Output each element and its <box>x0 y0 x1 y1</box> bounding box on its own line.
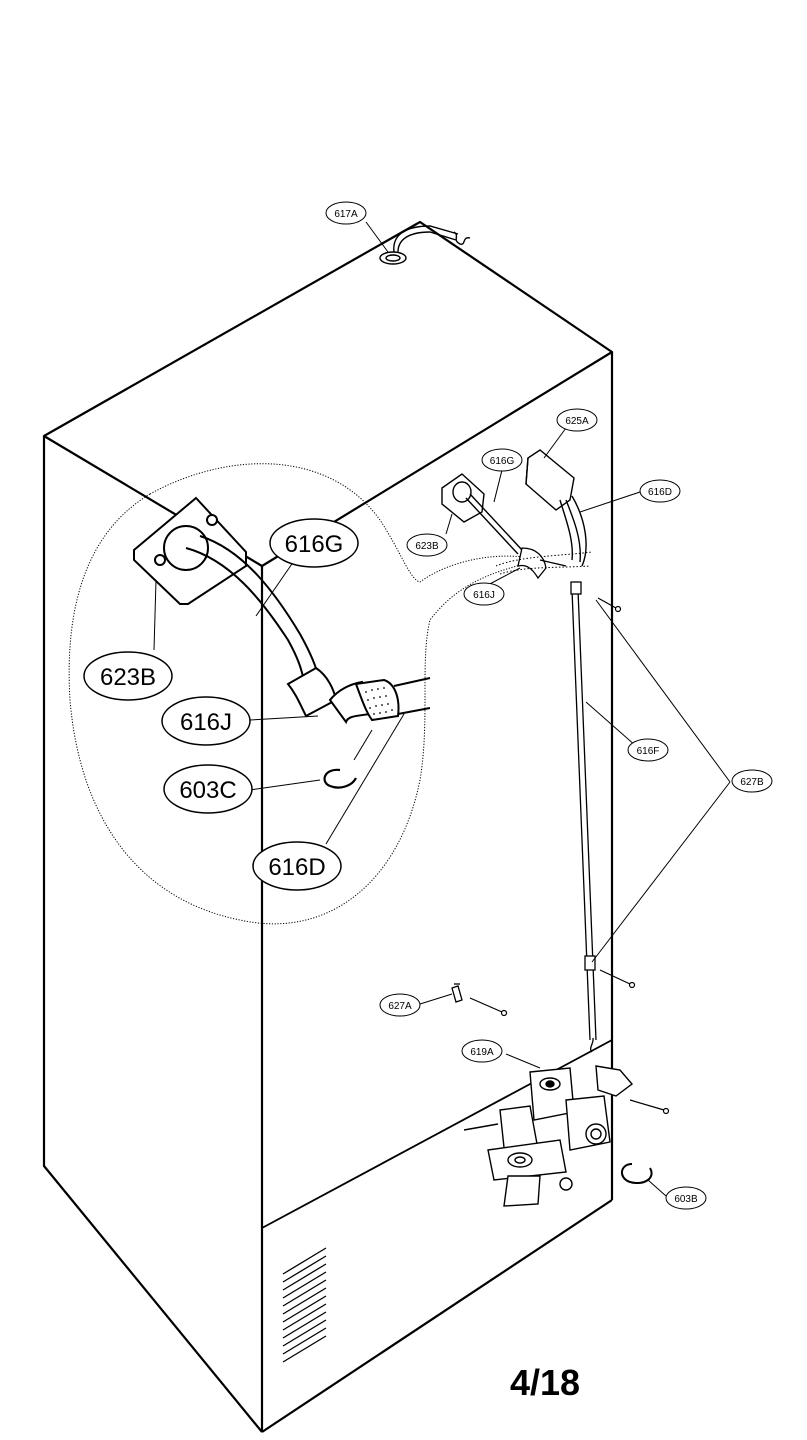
callout-616G-small: 616G <box>481 448 523 472</box>
water-tube-616F <box>570 581 597 1053</box>
callout-625A-label: 625A <box>565 416 589 427</box>
detail-elbow-616J <box>286 666 372 725</box>
callout-603B-label: 603B <box>674 1194 698 1205</box>
clip-627A <box>451 983 463 1003</box>
page-number: 4/18 <box>510 1362 581 1403</box>
callout-623B-big: 623B <box>83 651 173 701</box>
callout-616D-small-label: 616D <box>648 487 672 498</box>
callout-616F: 616F <box>627 738 669 762</box>
callout-616F-label: 616F <box>637 746 660 757</box>
mount-plate-623B-small <box>441 473 523 555</box>
callout-616D-small: 616D <box>639 479 681 503</box>
vent-grille <box>282 1247 327 1363</box>
callout-617A-label: 617A <box>334 209 358 220</box>
callout-627A-label: 627A <box>388 1001 412 1012</box>
callout-627A: 627A <box>379 993 421 1017</box>
detail-magnifier <box>68 463 541 925</box>
ice-maker-valve-625A <box>525 449 587 567</box>
callout-616G-big: 616G <box>269 518 359 568</box>
detail-clip-603C <box>323 768 357 789</box>
elbow-616J-small <box>495 547 593 580</box>
callout-617A: 617A <box>325 201 367 225</box>
detail-callouts: 616G 623B 616J 603C 616D <box>83 518 359 891</box>
callout-603C-big: 603C <box>163 764 253 814</box>
snap-ring-603B <box>621 1163 653 1184</box>
callout-603B: 603B <box>665 1186 707 1210</box>
callout-625A: 625A <box>556 408 598 432</box>
callout-623B-big-label: 623B <box>100 664 156 691</box>
callout-616D-big-label: 616D <box>268 854 325 881</box>
refrigerator-cabinet <box>42 220 614 1433</box>
callout-623B-small: 623B <box>406 533 448 557</box>
callout-623B-small-label: 623B <box>415 541 439 552</box>
detail-fitting-616D <box>354 677 431 722</box>
callout-616J-big-label: 616J <box>180 709 232 736</box>
callout-616J-small: 616J <box>463 582 505 606</box>
callout-616G-small-label: 616G <box>490 456 515 467</box>
water-valve-assembly-619A <box>463 1065 634 1207</box>
callout-627B: 627B <box>731 769 773 793</box>
callout-616J-big: 616J <box>161 696 251 746</box>
callout-616J-small-label: 616J <box>473 590 495 601</box>
inlet-pipe-617A <box>379 225 471 265</box>
callout-627B-label: 627B <box>740 777 764 788</box>
callout-619A-label: 619A <box>470 1047 494 1058</box>
leader-lines <box>153 221 731 1197</box>
detail-tube-616G <box>185 535 319 683</box>
small-callouts: 617A 625A 616G 616D 623B 616J 616F 627B <box>325 201 773 1210</box>
screws <box>469 597 670 1115</box>
callout-616G-big-label: 616G <box>285 531 344 558</box>
callout-603C-big-label: 603C <box>179 777 236 804</box>
callout-619A: 619A <box>461 1039 503 1063</box>
callout-616D-big: 616D <box>252 841 342 891</box>
